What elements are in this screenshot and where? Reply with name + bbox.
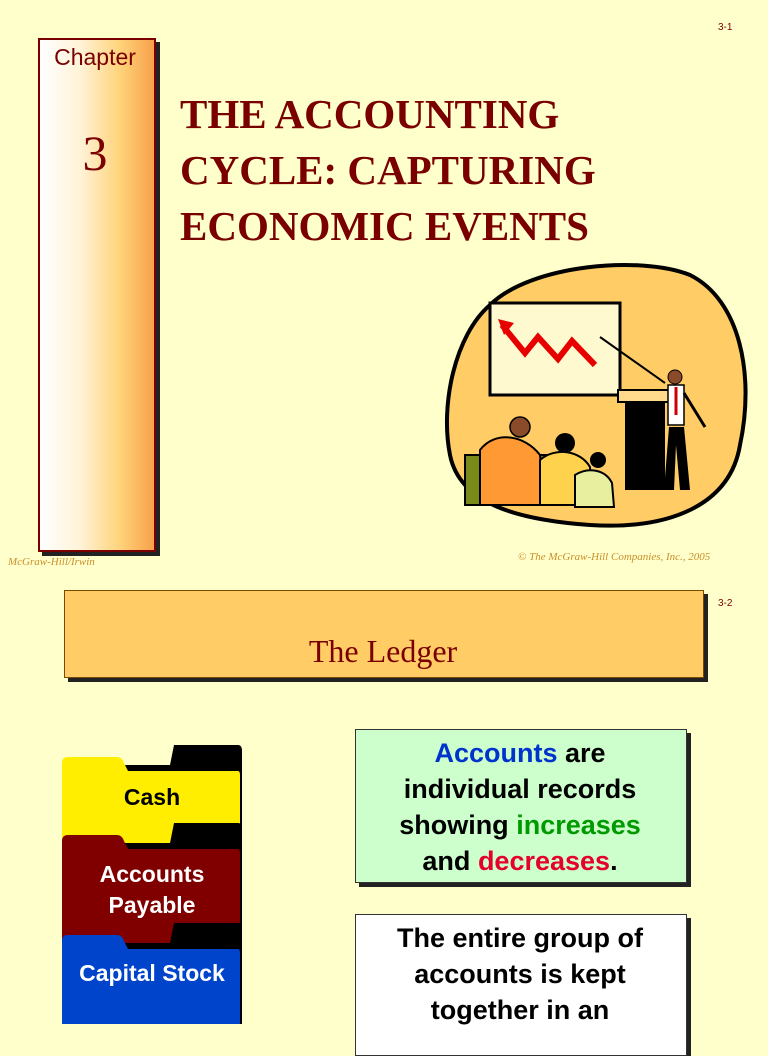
footer-copyright: © The McGraw-Hill Companies, Inc., 2005	[518, 551, 711, 563]
text-fragment: .	[610, 846, 618, 876]
text-fragment: are	[565, 738, 606, 768]
title-line: ECONOMIC EVENTS	[180, 203, 589, 249]
slide-title: The Ledger	[308, 633, 458, 669]
folder-capital-stock-label: Capital Stock	[64, 958, 240, 989]
text-line: The entire group of	[397, 923, 643, 953]
title-line: CYCLE: CAPTURING	[180, 147, 596, 193]
term-increases: increases	[516, 810, 641, 840]
chapter-box	[38, 38, 156, 552]
folder-label-text: Capital Stock	[79, 960, 225, 986]
title-banner	[64, 590, 704, 678]
accounts-definition-box	[355, 729, 687, 883]
chapter-label: Chapter	[54, 44, 136, 70]
slide-number: 3-2	[718, 598, 733, 609]
folder-label-text: Accounts Payable	[99, 861, 205, 918]
folder-accounts-payable-label: Accounts Payable	[64, 859, 240, 921]
term-accounts: Accounts	[434, 738, 558, 768]
slide-number: 3-1	[718, 22, 733, 33]
text-fragment: showing	[399, 810, 509, 840]
folder-cash-label: Cash	[123, 784, 181, 810]
slide-title: THE ACCOUNTING CYCLE: CAPTURING ECONOMIC…	[180, 86, 700, 254]
ledger-folders-icon	[62, 745, 242, 1024]
presentation-clipart-icon	[445, 263, 748, 528]
ledger-definition-text: The entire group of accounts is kept tog…	[355, 920, 685, 1028]
title-line: THE ACCOUNTING	[180, 91, 560, 137]
footer-publisher: McGraw-Hill/Irwin	[8, 556, 95, 568]
term-decreases: decreases	[477, 846, 611, 876]
text-fragment: and	[422, 846, 471, 876]
text-line: together in an	[430, 995, 610, 1025]
text-line: accounts is kept	[414, 959, 626, 989]
accounts-definition-text: Accounts are individual records showing …	[355, 735, 685, 879]
text-fragment: individual records	[403, 774, 637, 804]
chapter-number: 3	[82, 125, 108, 181]
